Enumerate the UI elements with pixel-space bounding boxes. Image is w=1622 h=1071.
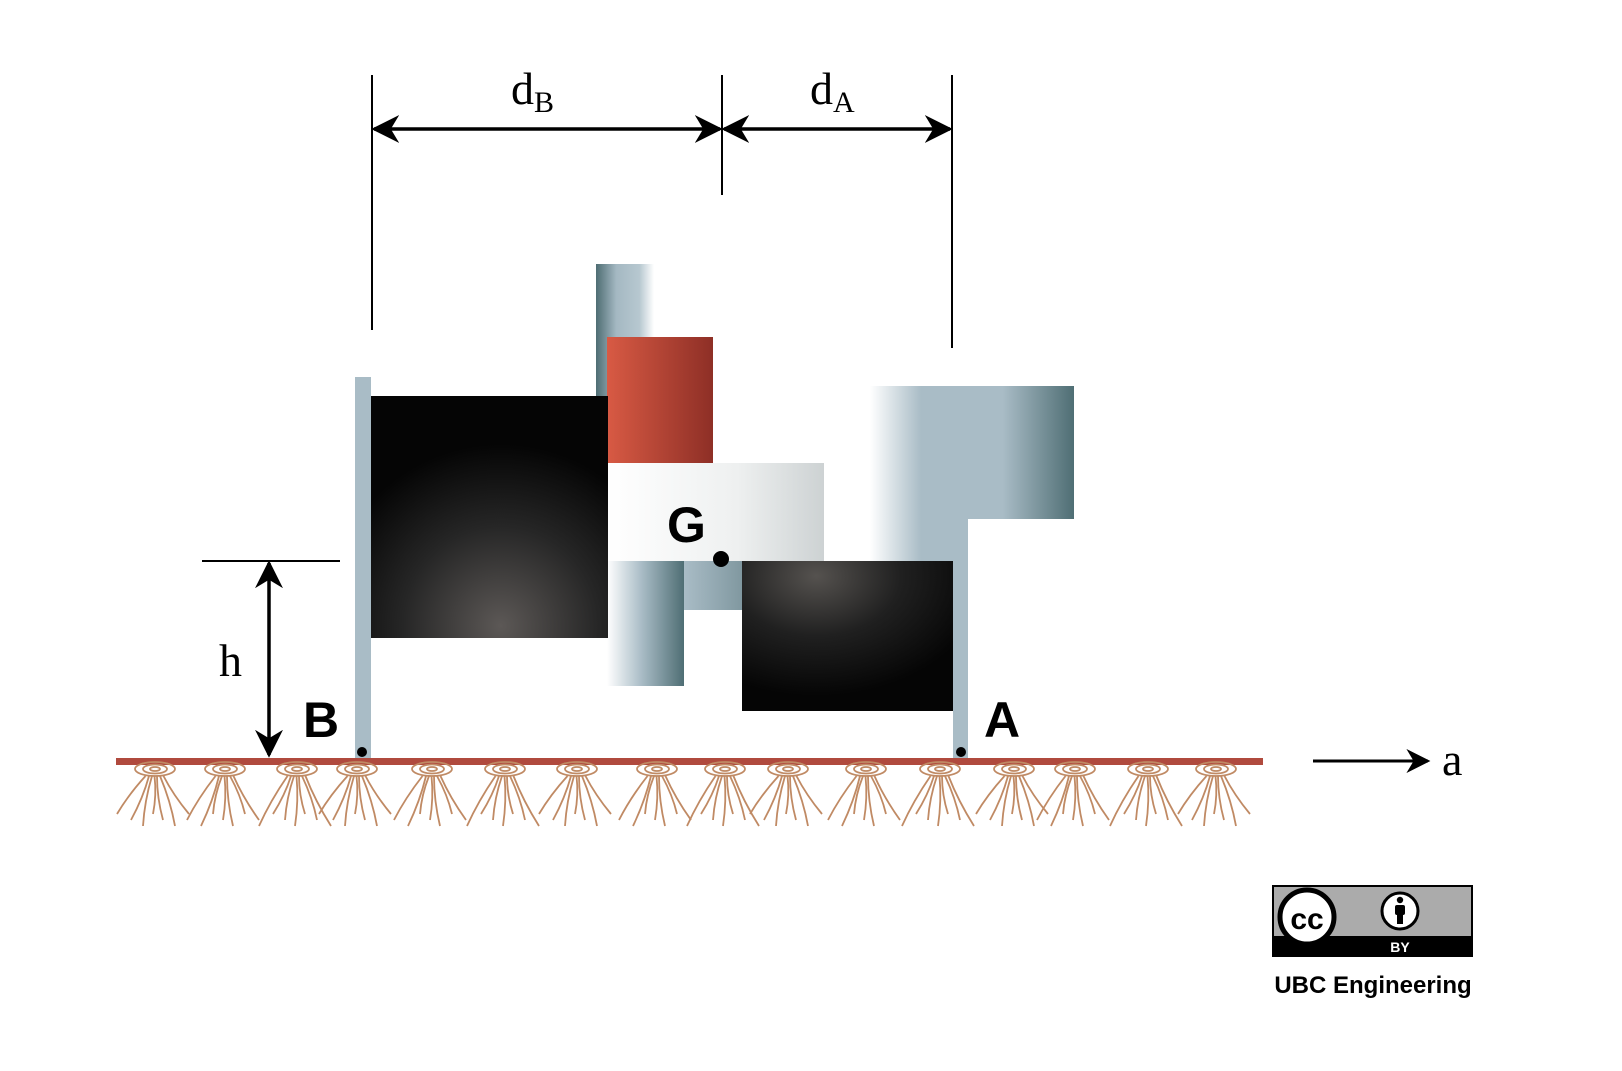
- root-tuft: [318, 761, 392, 827]
- root-tuft: [186, 761, 260, 827]
- root-tuft: [975, 761, 1049, 827]
- root-tuft: [1109, 761, 1183, 827]
- attribution-icon: [1380, 891, 1420, 931]
- leg-b: [355, 377, 371, 762]
- root-tuft: [466, 761, 540, 827]
- point-a-dot: [956, 747, 966, 757]
- center-of-mass-dot: [713, 551, 729, 567]
- root-tuft: [618, 761, 692, 827]
- ground-roots: [116, 761, 1251, 827]
- db-label: dB: [511, 63, 554, 119]
- red-block: [607, 337, 713, 464]
- acceleration-label: a: [1442, 734, 1462, 785]
- middle-steel-block: [684, 561, 744, 610]
- cc-icon: [1277, 887, 1337, 947]
- root-tuft: [749, 761, 823, 827]
- ground-line: [116, 758, 1263, 765]
- by-label: BY: [1390, 939, 1410, 955]
- white-block: [607, 463, 824, 561]
- credit-text: UBC Engineering: [1274, 972, 1471, 999]
- root-tuft: [1177, 761, 1251, 827]
- root-tuft: [901, 761, 975, 827]
- dimension-arrows: [255, 115, 953, 758]
- right-dark-block: [742, 561, 954, 711]
- root-tuft: [827, 761, 901, 827]
- license-badge: cc BY: [1272, 885, 1473, 957]
- point-b-label: B: [303, 692, 339, 748]
- da-label: dA: [810, 63, 855, 119]
- leg-a: [953, 550, 968, 762]
- vehicle: [355, 264, 1074, 762]
- cc-icon-text: cc: [1290, 903, 1323, 936]
- root-tuft: [393, 761, 467, 827]
- root-tuft: [116, 761, 190, 827]
- root-tuft: [686, 761, 760, 827]
- root-tuft: [538, 761, 612, 827]
- steel-cab: [870, 386, 1074, 561]
- lower-steel-block: [607, 561, 684, 686]
- point-a-label: A: [984, 692, 1020, 748]
- left-dark-block: [370, 396, 608, 638]
- root-tuft: [1036, 761, 1110, 827]
- root-tuft: [258, 761, 332, 827]
- point-g-label: G: [667, 497, 706, 553]
- h-label: h: [219, 635, 242, 686]
- point-b-dot: [357, 747, 367, 757]
